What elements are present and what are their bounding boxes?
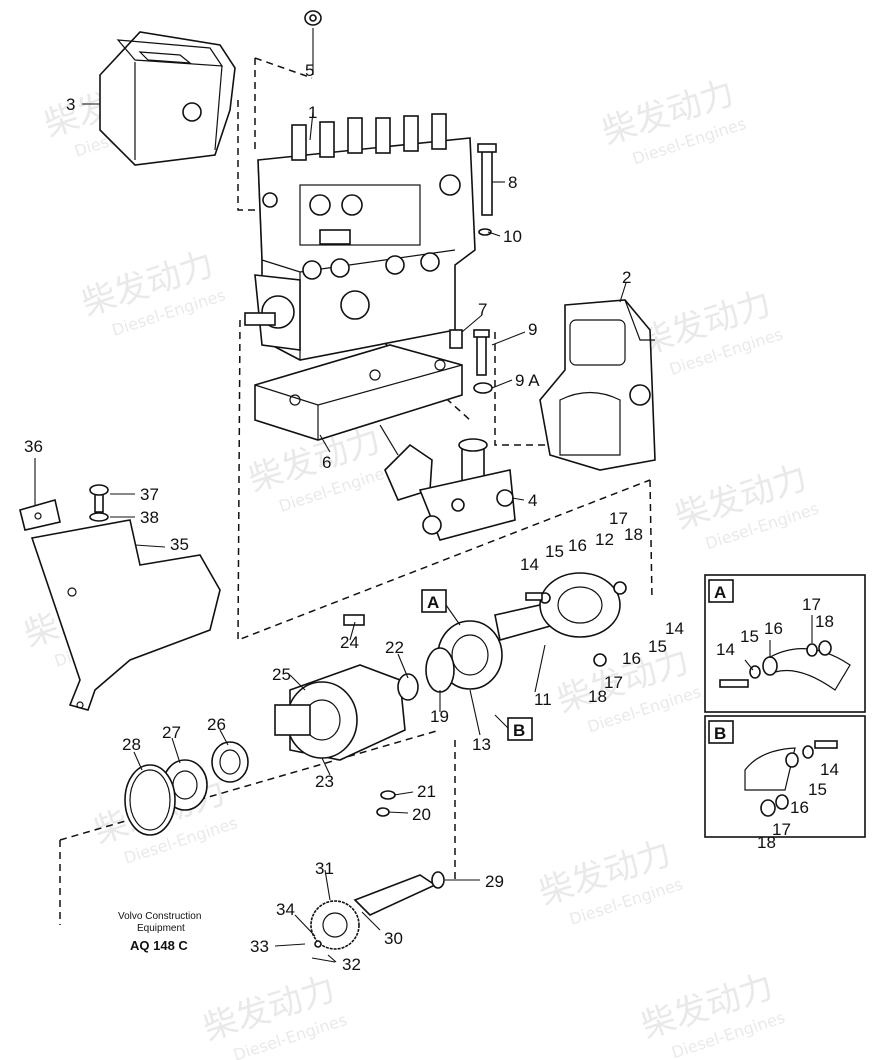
- inset-a-label-15: 15: [740, 627, 759, 646]
- inset-b-label-17: 17: [772, 820, 791, 839]
- label-part-31: 31: [315, 859, 334, 878]
- label-part-24: 24: [340, 633, 359, 652]
- inset-a-label-18: 18: [815, 612, 834, 631]
- caption-brand-sub: Equipment: [137, 923, 185, 934]
- label-part-18-right: 18: [588, 687, 607, 706]
- svg-text:B: B: [513, 721, 525, 740]
- inset-b-label-15: 15: [808, 780, 827, 799]
- inset-a-label-16: 16: [764, 619, 783, 638]
- label-part-27: 27: [162, 723, 181, 742]
- label-part-15-right: 15: [648, 637, 667, 656]
- inset-b-label-14: 14: [820, 760, 839, 779]
- label-part-5: 5: [305, 61, 314, 80]
- part-bracket: [19, 484, 221, 711]
- label-part-13: 13: [472, 735, 491, 754]
- inset-a-label-17: 17: [802, 595, 821, 614]
- assembly-dashed-lines: [59, 57, 653, 925]
- caption-code: AQ 148 C: [130, 938, 188, 953]
- part-governor-housing: [539, 299, 656, 471]
- label-part-28: 28: [122, 735, 141, 754]
- callout-a: A: [421, 589, 461, 626]
- label-part-36: 36: [24, 437, 43, 456]
- inset-b-label-16: 16: [790, 798, 809, 817]
- leader-lines: [34, 28, 627, 963]
- label-part-30: 30: [384, 929, 403, 948]
- label-part-14-right: 14: [665, 619, 684, 638]
- part-feed-pump: [379, 424, 516, 541]
- label-part-1: 1: [308, 103, 317, 122]
- part-gear-shaft: [310, 871, 445, 963]
- label-part-3: 3: [66, 95, 75, 114]
- diagram-caption: Volvo Construction Equipment AQ 148 C: [118, 911, 201, 953]
- label-part-25: 25: [272, 665, 291, 684]
- label-part-9: 9: [528, 320, 537, 339]
- part-cover: [99, 31, 236, 166]
- label-part-14-main: 14: [520, 555, 539, 574]
- label-part-16-main: 16: [568, 536, 587, 555]
- inset-a: A 14 15 16 17 18: [704, 574, 866, 713]
- svg-text:B: B: [714, 724, 726, 743]
- svg-text:A: A: [427, 593, 439, 612]
- inset-a-label-14: 14: [716, 640, 735, 659]
- caption-brand: Volvo Construction: [118, 911, 201, 922]
- label-part-22: 22: [385, 638, 404, 657]
- label-part-15-main: 15: [545, 542, 564, 561]
- label-part-9a: 9 A: [515, 371, 540, 390]
- label-part-20: 20: [412, 805, 431, 824]
- label-part-17-main: 17: [609, 509, 628, 528]
- label-part-34: 34: [276, 900, 295, 919]
- label-part-12: 12: [595, 530, 614, 549]
- inset-b: B 14 15 16 17 18: [704, 715, 866, 852]
- label-part-2: 2: [622, 268, 631, 287]
- label-part-21: 21: [417, 782, 436, 801]
- label-part-7: 7: [478, 300, 487, 319]
- part-small-hardware: [304, 10, 497, 394]
- inset-b-label-18: 18: [757, 833, 776, 852]
- part-injection-pump: [244, 113, 476, 361]
- label-part-37: 37: [140, 485, 159, 504]
- label-part-23: 23: [315, 772, 334, 791]
- label-part-26: 26: [207, 715, 226, 734]
- svg-text:A: A: [714, 583, 726, 602]
- part-labels: 3 5 1 8 10 2 7 9 9 A 6 4 36 37 38 35 24 …: [24, 61, 684, 974]
- label-part-6: 6: [322, 453, 331, 472]
- label-part-35: 35: [170, 535, 189, 554]
- label-part-10: 10: [503, 227, 522, 246]
- label-part-4: 4: [528, 491, 537, 510]
- label-part-38: 38: [140, 508, 159, 527]
- part-drive-shaft: [425, 572, 627, 693]
- callout-b: B: [494, 714, 533, 741]
- label-part-32: 32: [342, 955, 361, 974]
- label-part-19: 19: [430, 707, 449, 726]
- label-part-16-right: 16: [622, 649, 641, 668]
- label-part-11: 11: [534, 690, 552, 709]
- part-coupling-hub: [124, 614, 419, 836]
- label-part-17-right: 17: [604, 673, 623, 692]
- label-part-29: 29: [485, 872, 504, 891]
- label-part-33: 33: [250, 937, 269, 956]
- label-part-18-main: 18: [624, 525, 643, 544]
- part-base-plate: [254, 344, 463, 441]
- label-part-8: 8: [508, 173, 517, 192]
